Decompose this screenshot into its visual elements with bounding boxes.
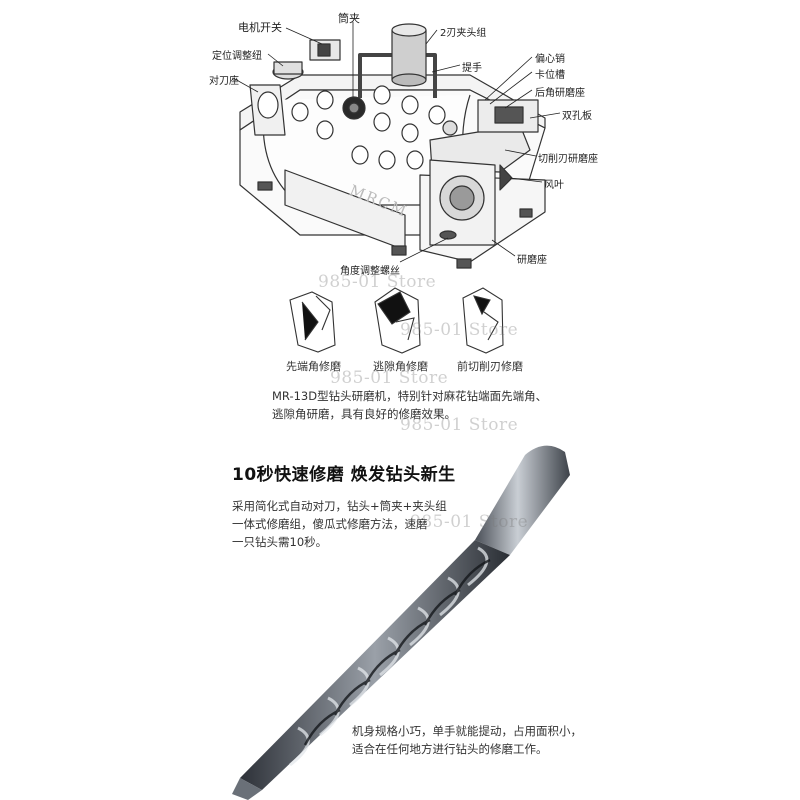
label-collet: 筒夹: [338, 12, 360, 25]
label-alignment-seat: 对刀座: [209, 76, 239, 87]
watermark-2: 985-01 Store: [400, 320, 519, 340]
grind-label-1: 先端角修磨: [286, 360, 341, 373]
label-stop-groove: 卡位槽: [535, 70, 565, 81]
grind-label-2: 逃隙角修磨: [373, 360, 428, 373]
watermark-5: 985-01 Store: [410, 512, 529, 532]
label-angle-screw: 角度调整螺丝: [340, 266, 400, 277]
description-line-2: 逃隙角研磨，具有良好的修磨效果。: [272, 407, 456, 421]
drill-tip-icon-3: [462, 287, 504, 354]
label-grinding-seat: 研磨座: [517, 255, 547, 266]
watermark-4: 985-01 Store: [400, 415, 519, 435]
label-position-knob: 定位调整纽: [212, 51, 262, 62]
portable-line-2: 适合在任何地方进行钻头的修磨工作。: [352, 742, 548, 756]
portable-line-1: 机身规格小巧，单手就能提动，占用面积小，: [352, 724, 582, 738]
label-fan-blade: 风叶: [544, 180, 564, 191]
label-motor-switch: 电机开关: [238, 21, 282, 34]
headline: 10秒快速修磨 焕发钻头新生: [232, 465, 456, 485]
label-collet-set-2: 2刃夹头组: [440, 28, 487, 39]
label-eccentric-pin: 偏心销: [535, 54, 565, 65]
watermark-1: 985-01 Store: [318, 272, 437, 292]
label-rear-angle-seat: 后角研磨座: [535, 88, 585, 99]
grind-label-3: 前切削刃修磨: [457, 360, 523, 373]
label-cutting-edge-seat: 切削刃研磨座: [538, 154, 598, 165]
feature-line-2: 一体式修磨组，傻瓜式修磨方法，速磨: [232, 517, 428, 531]
feature-line-1: 采用简化式自动对刀，钻头+筒夹+夹头组: [232, 499, 447, 513]
label-double-hole-plate: 双孔板: [562, 111, 592, 122]
label-handle: 提手: [462, 63, 482, 74]
watermark-3: 985-01 Store: [330, 368, 449, 388]
feature-line-3: 一只钻头需10秒。: [232, 535, 328, 549]
description-line-1: MR-13D型钻头研磨机，特别针对麻花钻端面先端角、: [272, 389, 548, 403]
